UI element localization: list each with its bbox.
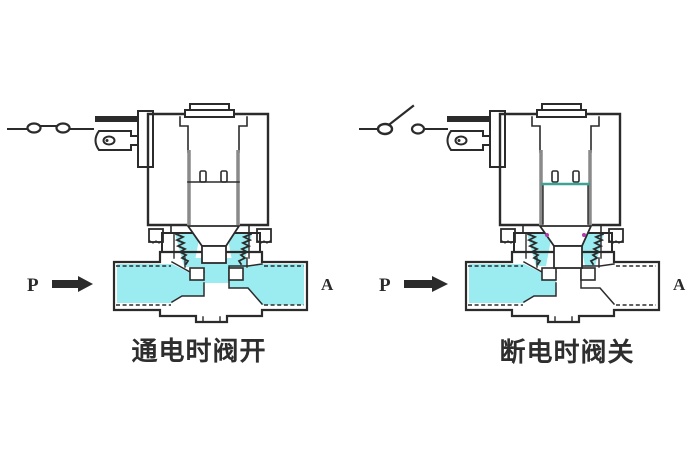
seat-gap-fluid xyxy=(185,258,247,283)
caption-deenergized: 断电时阀关 xyxy=(499,337,634,367)
outlet-fluid xyxy=(229,264,304,305)
valve-energized-open: P A 通电时阀开 xyxy=(7,102,334,366)
seal-accent-left xyxy=(545,233,549,237)
inlet-fluid xyxy=(117,264,204,303)
outlet-label: A xyxy=(673,275,686,294)
inlet-fluid xyxy=(469,264,556,303)
outlet-label: A xyxy=(321,275,334,294)
flow-arrow xyxy=(52,276,93,292)
flow-arrow xyxy=(404,276,448,292)
seal-disc-on-seat xyxy=(553,245,583,269)
inlet-label: P xyxy=(27,275,39,296)
inlet-label: P xyxy=(379,275,391,296)
seal-accent-right xyxy=(582,233,586,237)
caption-energized: 通电时阀开 xyxy=(131,336,266,366)
seal-disc xyxy=(201,245,227,264)
plunger-dropped xyxy=(538,182,593,269)
valve-deenergized-closed: P A 断电时阀关 xyxy=(359,102,686,367)
plunger-raised xyxy=(186,181,241,264)
switch-closed-icon xyxy=(7,122,94,134)
switch-open-icon xyxy=(359,104,448,136)
fluid-open-flow xyxy=(117,234,304,305)
